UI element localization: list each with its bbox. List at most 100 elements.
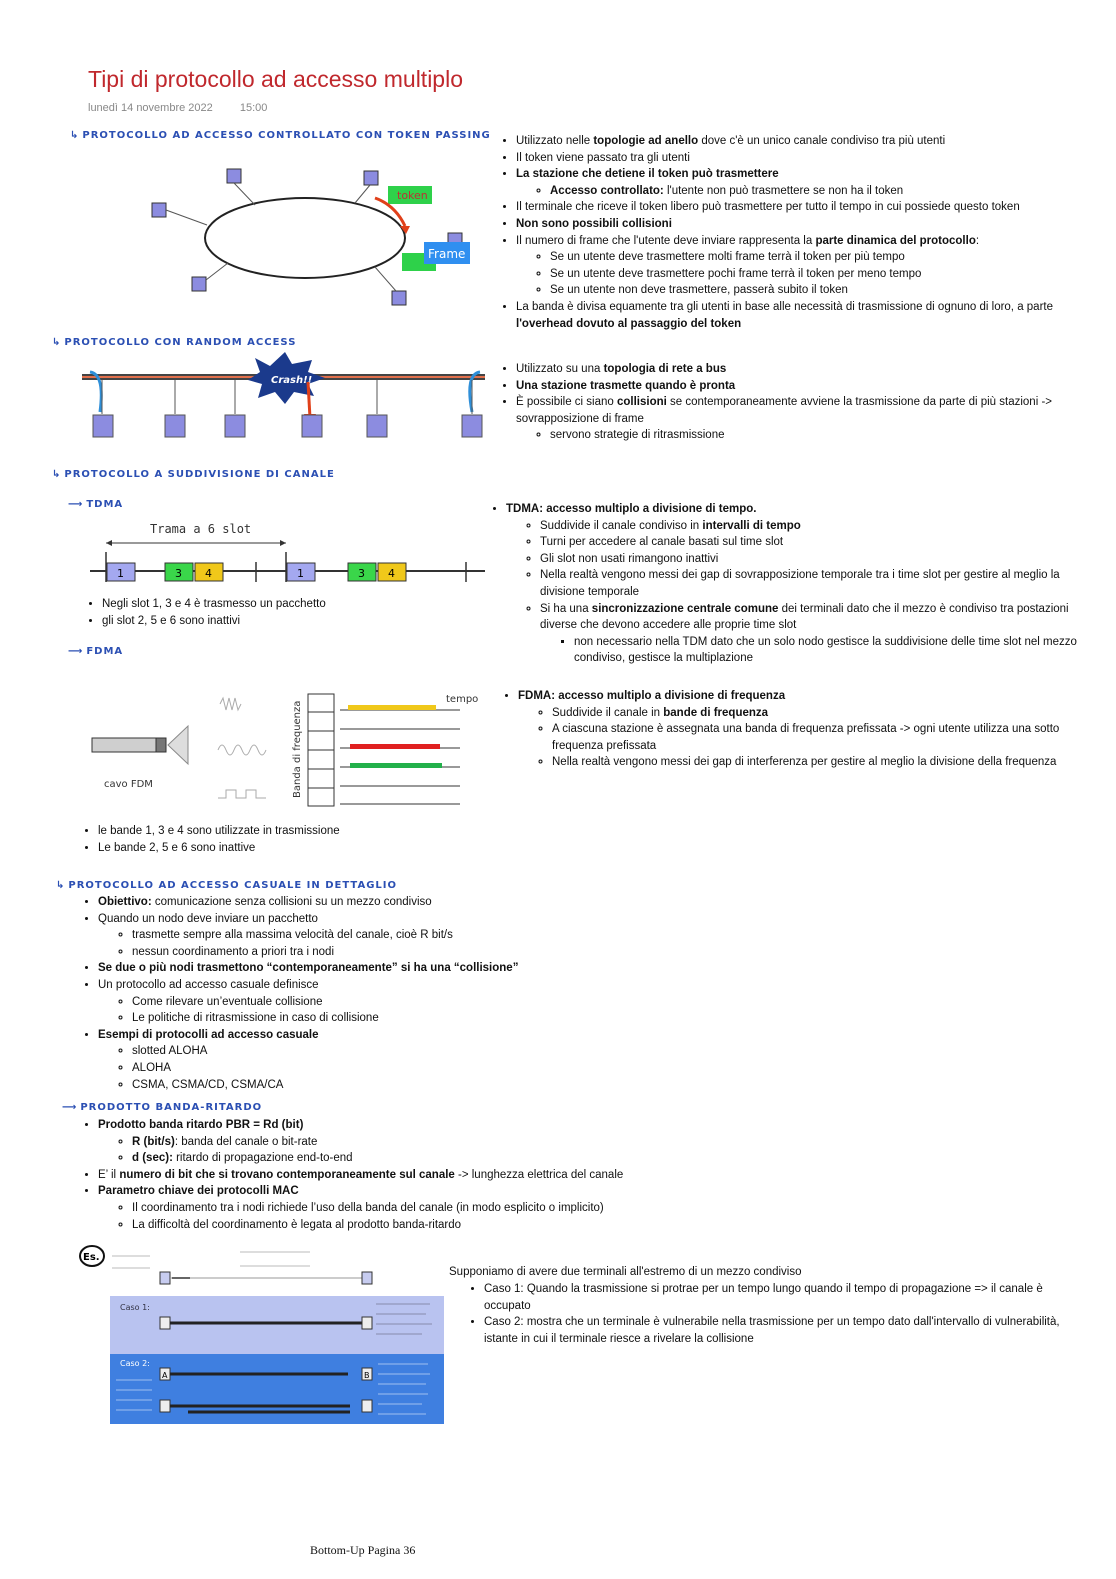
heading-tdma: ⟶TDMA xyxy=(68,499,123,510)
heading-random-access: ↳Protocollo con random access xyxy=(52,337,296,348)
fdma-bullets: FDMA: accesso multiplo a divisione di fr… xyxy=(500,688,1100,771)
frame-label: Frame xyxy=(428,247,465,261)
slot-label: 4 xyxy=(205,567,212,580)
list-item: Se un utente non deve trasmettere, passe… xyxy=(550,282,1103,299)
list-item: ALOHA xyxy=(132,1060,780,1077)
list-item: nessun coordinamento a priori tra i nodi xyxy=(132,944,780,961)
list-item: La banda è divisa equamente tra gli uten… xyxy=(516,299,1103,332)
fdma-left-bullets: le bande 1, 3 e 4 sono utilizzate in tra… xyxy=(80,823,480,856)
list-item: Caso 2: mostra che un terminale è vulner… xyxy=(484,1314,1066,1347)
list-item: A ciascuna stazione è assegnata una band… xyxy=(552,721,1100,754)
tdma-figure: Trama a 6 slot 1 3 4 1 3 4 xyxy=(90,522,485,582)
list-item: La stazione che detiene il token può tra… xyxy=(516,166,1103,199)
tdma-bullets: TDMA: accesso multiplo a divisione di te… xyxy=(488,501,1106,667)
list-item: CSMA, CSMA/CD, CSMA/CA xyxy=(132,1077,780,1094)
arrow-icon: ↳ xyxy=(56,880,66,891)
list-item: Obiettivo: comunicazione senza collision… xyxy=(98,894,780,911)
list-item: Suddivide il canale condiviso in interva… xyxy=(540,518,1106,535)
arrow-icon: ⟶ xyxy=(68,499,84,510)
heading-token-passing-label: Protocollo ad accesso controllato con to… xyxy=(82,130,491,141)
node-b-label: B xyxy=(364,1371,370,1380)
list-item: Un protocollo ad accesso casuale definis… xyxy=(98,977,780,1027)
slot-label: 1 xyxy=(297,567,304,580)
list-item: slotted ALOHA xyxy=(132,1043,780,1060)
token-label-box xyxy=(388,186,432,204)
arrow-icon: ⟶ xyxy=(68,646,84,657)
list-item: FDMA: accesso multiplo a divisione di fr… xyxy=(518,688,1100,771)
arrow-icon: ↳ xyxy=(52,469,62,480)
list-item: Turni per accedere al canale basati sul … xyxy=(540,534,1106,551)
list-item: Le bande 2, 5 e 6 sono inattive xyxy=(98,840,480,857)
list-item: Non sono possibili collisioni xyxy=(516,216,1103,233)
page-title: Tipi di protocollo ad accesso multiplo xyxy=(88,66,463,92)
list-item: Suddivide il canale in bande di frequenz… xyxy=(552,705,1100,722)
list-item: d (sec): ritardo di propagazione end-to-… xyxy=(132,1150,780,1167)
example-figure: Caso 1: Caso 2: A B xyxy=(110,1251,444,1424)
list-item: La difficoltà del coordinamento è legata… xyxy=(132,1217,780,1234)
fdma-figure: cavo FDM Banda di frequenza tempo xyxy=(91,693,478,807)
fdm-cable-label: cavo FDM xyxy=(104,779,153,790)
heading-channel-division-label: Protocollo a suddivisione di canale xyxy=(64,469,335,480)
heading-casual-detail: ↳Protocollo ad accesso casuale in dettag… xyxy=(56,880,397,891)
list-item: Le politiche di ritrasmissione in caso d… xyxy=(132,1010,780,1027)
node-a-label: A xyxy=(162,1371,168,1380)
page-date: lunedì 14 novembre 2022 xyxy=(88,102,213,114)
frame-label-box xyxy=(424,242,470,264)
tdma-frame-label: Trama a 6 slot xyxy=(150,522,251,536)
casual-bullets: Obiettivo: comunicazione senza collision… xyxy=(80,894,780,1093)
list-item: Parametro chiave dei protocolli MAC Il c… xyxy=(98,1183,780,1233)
list-item: Se due o più nodi trasmettono “contempor… xyxy=(98,960,780,977)
list-item: trasmette sempre alla massima velocità d… xyxy=(132,927,780,944)
heading-pbr-label: Prodotto banda-ritardo xyxy=(80,1102,263,1113)
arrow-icon: ↳ xyxy=(70,130,80,141)
list-item: Caso 1: Quando la trasmissione si protra… xyxy=(484,1281,1066,1314)
list-item: Utilizzato su una topologia di rete a bu… xyxy=(516,361,1103,378)
example-label: Es. xyxy=(83,1252,100,1263)
case2-label: Caso 2: xyxy=(120,1359,150,1368)
arrow-icon: ⟶ xyxy=(62,1102,78,1113)
random-bullets: Utilizzato su una topologia di rete a bu… xyxy=(498,361,1103,444)
list-item: R (bit/s): banda del canale o bit-rate xyxy=(132,1134,780,1151)
list-item: Se un utente deve trasmettere pochi fram… xyxy=(550,266,1103,283)
heading-casual-detail-label: Protocollo ad accesso casuale in dettagl… xyxy=(68,880,398,891)
list-item: gli slot 2, 5 e 6 sono inattivi xyxy=(102,613,464,630)
heading-random-access-label: Protocollo con random access xyxy=(64,337,297,348)
list-item: È possibile ci siano collisioni se conte… xyxy=(516,394,1103,444)
list-item: Il token viene passato tra gli utenti xyxy=(516,150,1103,167)
page-meta: lunedì 14 novembre 2022 15:00 xyxy=(88,102,291,114)
case1-label: Caso 1: xyxy=(120,1303,150,1312)
list-item: Gli slot non usati rimangono inattivi xyxy=(540,551,1106,568)
token-label: token xyxy=(397,189,428,202)
token-bullets: Utilizzato nelle topologie ad anello dov… xyxy=(498,133,1103,332)
slot-label: 3 xyxy=(175,567,182,580)
list-item: Una stazione trasmette quando è pronta xyxy=(516,378,1103,395)
page-time: 15:00 xyxy=(239,102,268,114)
arrow-icon: ↳ xyxy=(52,337,62,348)
list-item: Come rilevare un’eventuale collisione xyxy=(132,994,780,1011)
heading-pbr: ⟶Prodotto banda-ritardo xyxy=(62,1102,262,1113)
list-item: E’ il numero di bit che si trovano conte… xyxy=(98,1167,780,1184)
heading-token-passing: ↳Protocollo ad accesso controllato con t… xyxy=(70,130,491,141)
list-item: Il numero di frame che l'utente deve inv… xyxy=(516,233,1103,299)
heading-channel-division: ↳Protocollo a suddivisione di canale xyxy=(52,469,335,480)
list-item: Negli slot 1, 3 e 4 è trasmesso un pacch… xyxy=(102,596,464,613)
list-item: Nella realtà vengono messi dei gap di so… xyxy=(540,567,1106,600)
tdma-left-bullets: Negli slot 1, 3 e 4 è trasmesso un pacch… xyxy=(84,596,464,629)
list-item: servono strategie di ritrasmissione xyxy=(550,427,1103,444)
list-item: Nella realtà vengono messi dei gap di in… xyxy=(552,754,1100,771)
list-item: Il coordinamento tra i nodi richiede l’u… xyxy=(132,1200,780,1217)
example-intro: Supponiamo di avere due terminali all'es… xyxy=(449,1266,802,1278)
slot-label: 4 xyxy=(388,567,395,580)
list-item: Accesso controllato: l'utente non può tr… xyxy=(550,183,1103,200)
list-item: Quando un nodo deve inviare un pacchetto… xyxy=(98,911,780,961)
heading-fdma: ⟶FDMA xyxy=(68,646,123,657)
frequency-band-label: Banda di frequenza xyxy=(292,701,303,798)
list-item: Prodotto banda ritardo PBR = Rd (bit) R … xyxy=(98,1117,780,1167)
list-item: Si ha una sincronizzazione centrale comu… xyxy=(540,601,1106,667)
list-item: Utilizzato nelle topologie ad anello dov… xyxy=(516,133,1103,150)
slot-label: 3 xyxy=(358,567,365,580)
list-item: le bande 1, 3 e 4 sono utilizzate in tra… xyxy=(98,823,480,840)
pbr-bullets: Prodotto banda ritardo PBR = Rd (bit) R … xyxy=(80,1117,780,1233)
list-item: Il terminale che riceve il token libero … xyxy=(516,199,1103,216)
example-bullets: Caso 1: Quando la trasmissione si protra… xyxy=(466,1281,1066,1347)
